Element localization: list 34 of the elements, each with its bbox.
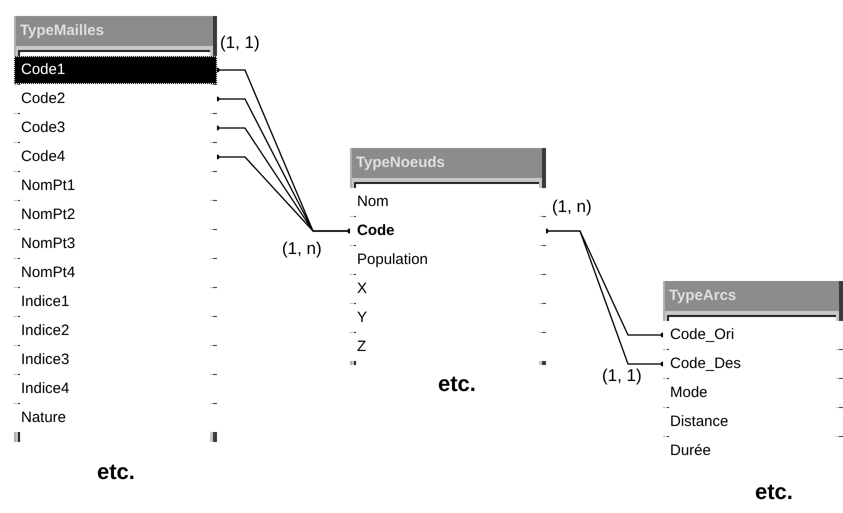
field-row: Indice2 (14, 317, 217, 345)
field-row: Z (350, 333, 546, 361)
field-row: NomPt2 (14, 201, 217, 229)
field-row: X (350, 275, 546, 303)
field-row: Code4 (14, 143, 217, 171)
etc-note: etc. (97, 458, 135, 486)
field-row: NomPt4 (14, 259, 217, 287)
cardinality-label: (1, 1) (220, 32, 260, 54)
etc-note: etc. (755, 478, 793, 506)
field-row: Nom (350, 188, 546, 216)
field-row: Code1 (14, 56, 217, 84)
field-row: Indice1 (14, 288, 217, 316)
field-row: Code2 (14, 85, 217, 113)
field-row: Indice3 (14, 346, 217, 374)
field-row: Distance (663, 408, 843, 436)
field-row: Code3 (14, 114, 217, 142)
field-row: NomPt1 (14, 172, 217, 200)
cardinality-label: (1, 1) (602, 365, 642, 387)
field-row: Code (350, 217, 546, 245)
field-row: Code_Des (663, 350, 843, 378)
table-title: TypeNoeuds (352, 148, 542, 178)
field-row: Mode (663, 379, 843, 407)
table-title: TypeMailles (16, 16, 213, 46)
field-row: Nature (14, 404, 217, 432)
etc-note: etc. (438, 370, 476, 398)
cardinality-label: (1, n) (552, 196, 592, 218)
cardinality-label: (1, n) (282, 238, 322, 260)
field-row: NomPt3 (14, 230, 217, 258)
table-title: TypeArcs (665, 281, 839, 311)
field-row: Y (350, 304, 546, 332)
field-row: Population (350, 246, 546, 274)
field-row: Indice4 (14, 375, 217, 403)
field-row: Durée (663, 437, 843, 465)
field-row: Code_Ori (663, 321, 843, 349)
